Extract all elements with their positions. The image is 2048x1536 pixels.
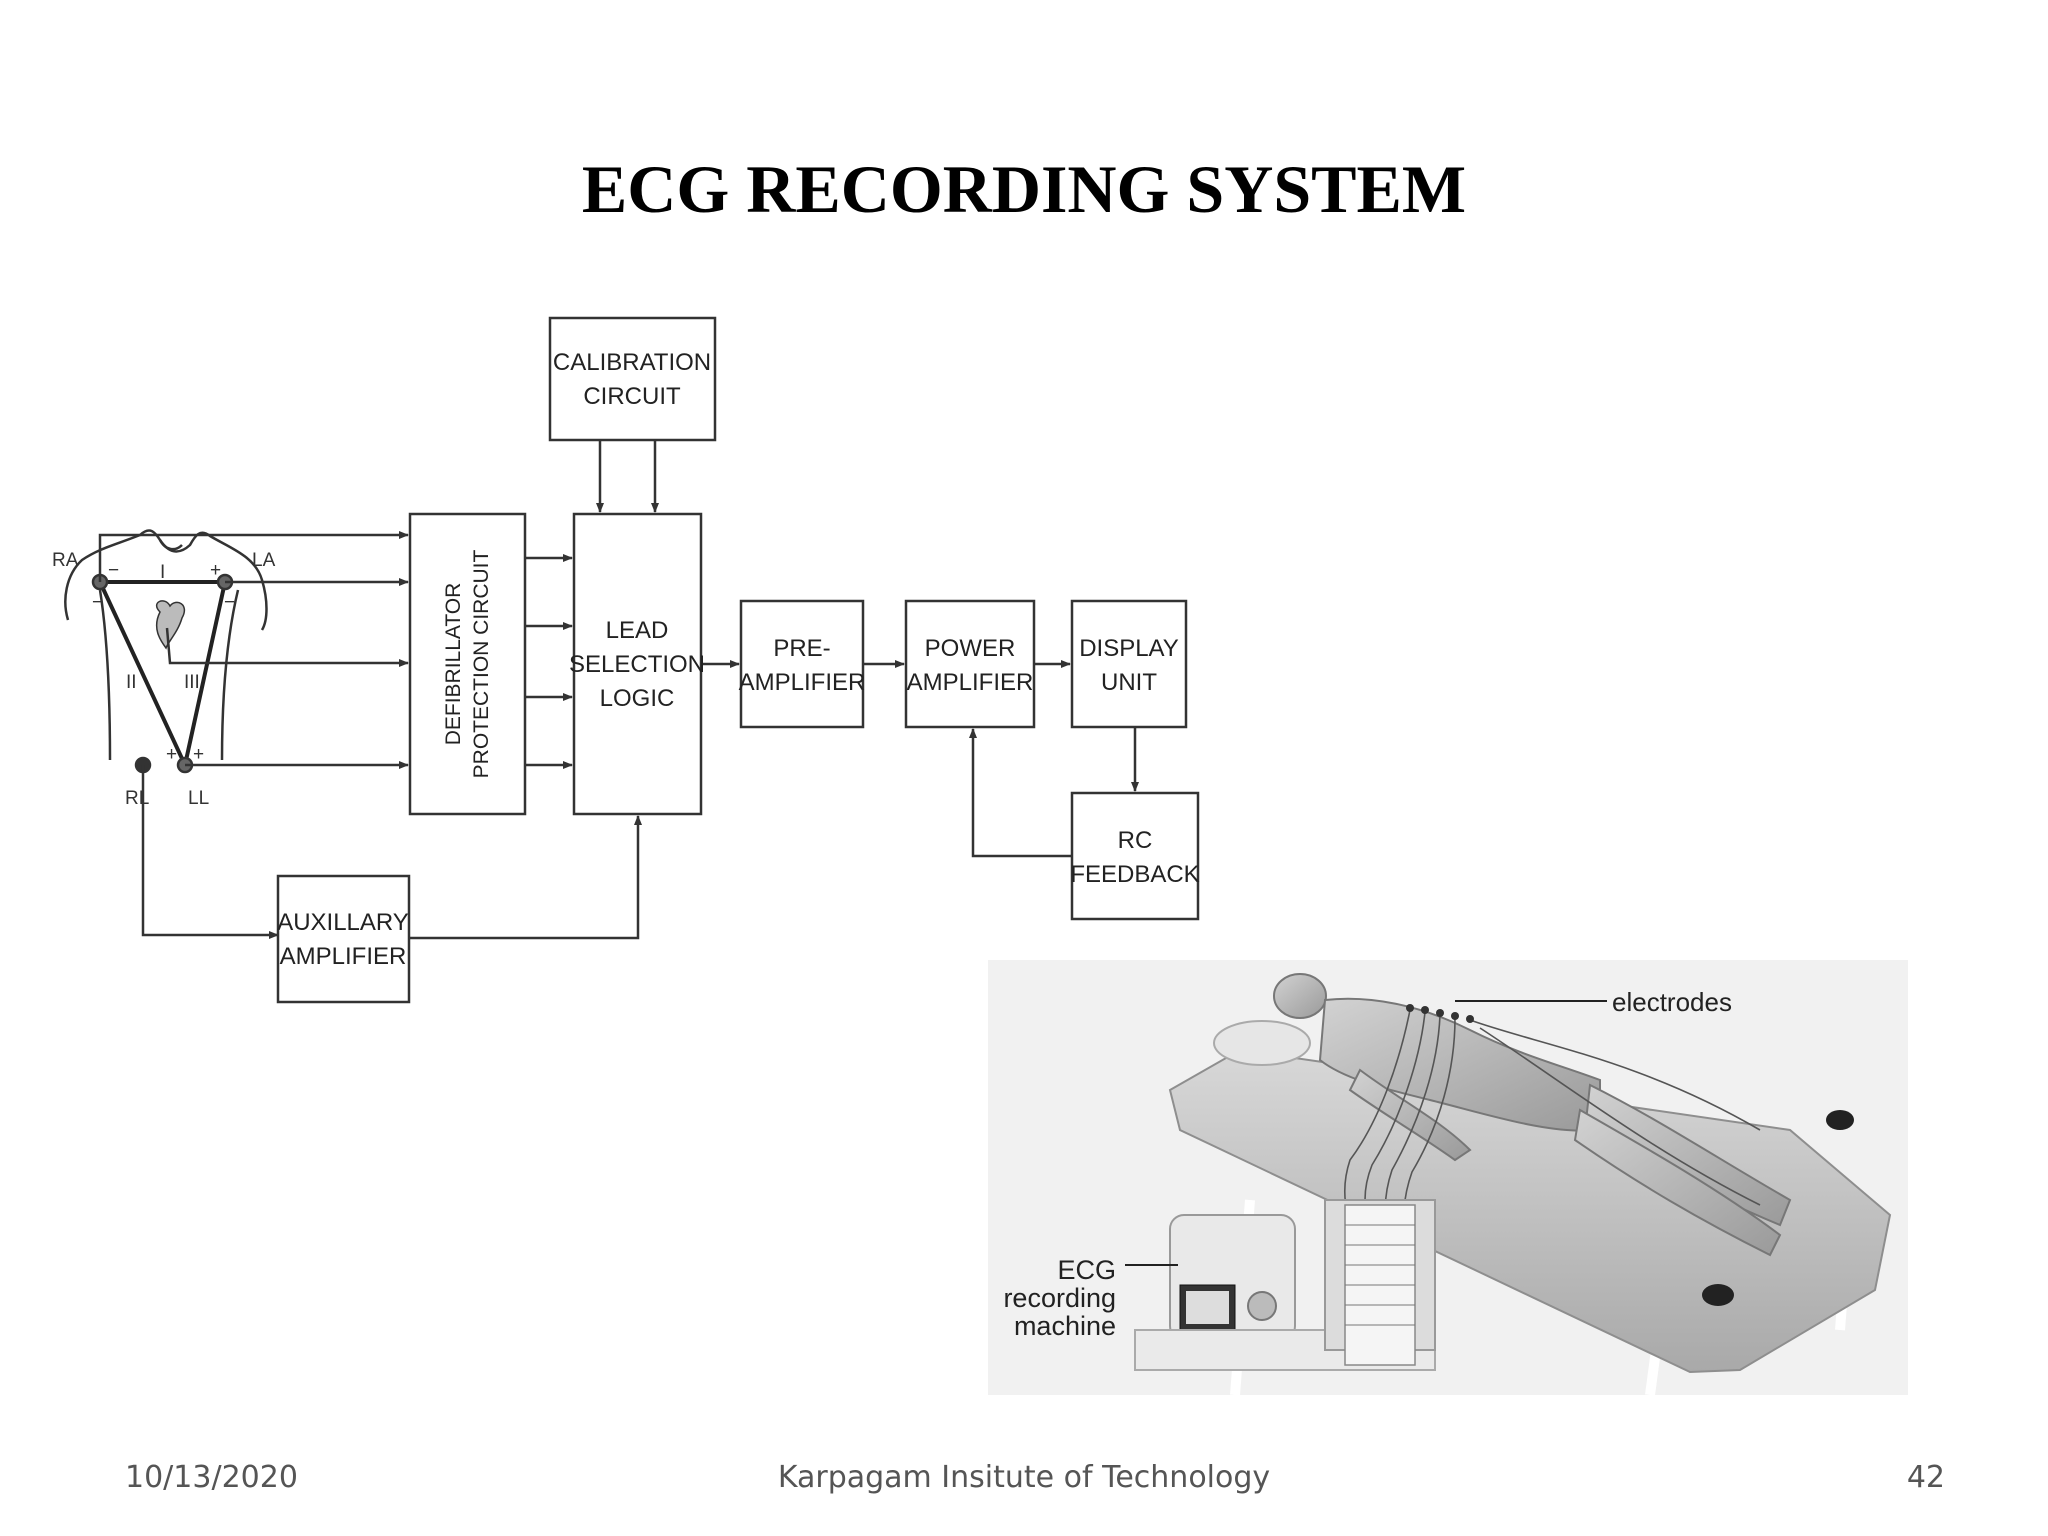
patient-illustration xyxy=(988,960,1908,1396)
auxillary-amplifier-label-1: AUXILLARY xyxy=(277,909,409,936)
ecg-machine-label-2: recording xyxy=(1003,1283,1116,1313)
slide-title: ECG RECORDING SYSTEM xyxy=(581,151,1467,227)
ecg-machine-label-3: machine xyxy=(1014,1311,1116,1341)
lead-selection-label-1: LEAD xyxy=(606,617,669,644)
polarity-ra-minus: − xyxy=(108,560,119,581)
lead-selection-label-2: SELECTION xyxy=(569,651,705,678)
lead-selection-label-3: LOGIC xyxy=(600,685,675,712)
power-amplifier-block xyxy=(904,599,1036,729)
polarity-ra-minus-2: − xyxy=(92,592,103,613)
block-diagram xyxy=(64,316,1200,1004)
ecg-machine-icon xyxy=(1134,1199,1436,1371)
page-number: 42 xyxy=(1906,1460,1945,1495)
pre-amplifier-block xyxy=(739,599,865,729)
la-label: LA xyxy=(252,550,276,571)
ecg-machine-label-1: ECG xyxy=(1057,1255,1116,1285)
polarity-ll-plus-1: + xyxy=(166,744,177,765)
lead-i-label: I xyxy=(160,562,165,583)
polarity-la-plus: + xyxy=(210,560,221,581)
rc-feedback-label-1: RC xyxy=(1118,827,1153,854)
torso-figure xyxy=(64,529,268,761)
display-unit-label-2: UNIT xyxy=(1101,669,1157,696)
polarity-ll-plus-2: + xyxy=(193,744,204,765)
power-amplifier-label-1: POWER xyxy=(925,635,1016,662)
heart-icon xyxy=(155,600,186,650)
power-amplifier-label-2: AMPLIFIER xyxy=(907,669,1034,696)
patient-icon xyxy=(1273,973,1792,1257)
lead-iii-label: III xyxy=(184,672,200,693)
display-unit-label-1: DISPLAY xyxy=(1079,635,1179,662)
pre-amplifier-label-1: PRE- xyxy=(773,635,830,662)
electrodes-label: electrodes xyxy=(1612,987,1732,1017)
ra-label: RA xyxy=(52,550,79,571)
rc-feedback-label-2: FEEDBACK xyxy=(1070,861,1199,888)
defibrillator-protection-block xyxy=(408,512,527,816)
einthoven-triangle xyxy=(98,580,227,766)
calibration-label-1: CALIBRATION xyxy=(553,349,711,376)
rc-feedback-block xyxy=(1070,791,1200,921)
defibrillator-label-2: PROTECTION CIRCUIT xyxy=(470,550,493,779)
display-unit-block xyxy=(1070,599,1188,729)
auxillary-amplifier-label-2: AMPLIFIER xyxy=(280,943,407,970)
auxillary-amplifier-block xyxy=(276,874,411,1004)
lead-ii-label: II xyxy=(126,672,137,693)
pre-amplifier-label-2: AMPLIFIER xyxy=(739,669,866,696)
polarity-la-minus: − xyxy=(224,592,235,613)
pillow-icon xyxy=(1213,1020,1311,1066)
calibration-circuit-block xyxy=(548,316,717,442)
ll-label: LL xyxy=(188,788,209,809)
footer-date: 10/13/2020 xyxy=(125,1460,298,1495)
rl-label: RL xyxy=(125,788,149,809)
footer-organization: Karpagam Insitute of Technology xyxy=(777,1460,1271,1495)
defibrillator-label-1: DEFIBRILLATOR xyxy=(442,583,465,746)
electrode-wires xyxy=(98,531,409,939)
calibration-label-2: CIRCUIT xyxy=(583,383,681,410)
